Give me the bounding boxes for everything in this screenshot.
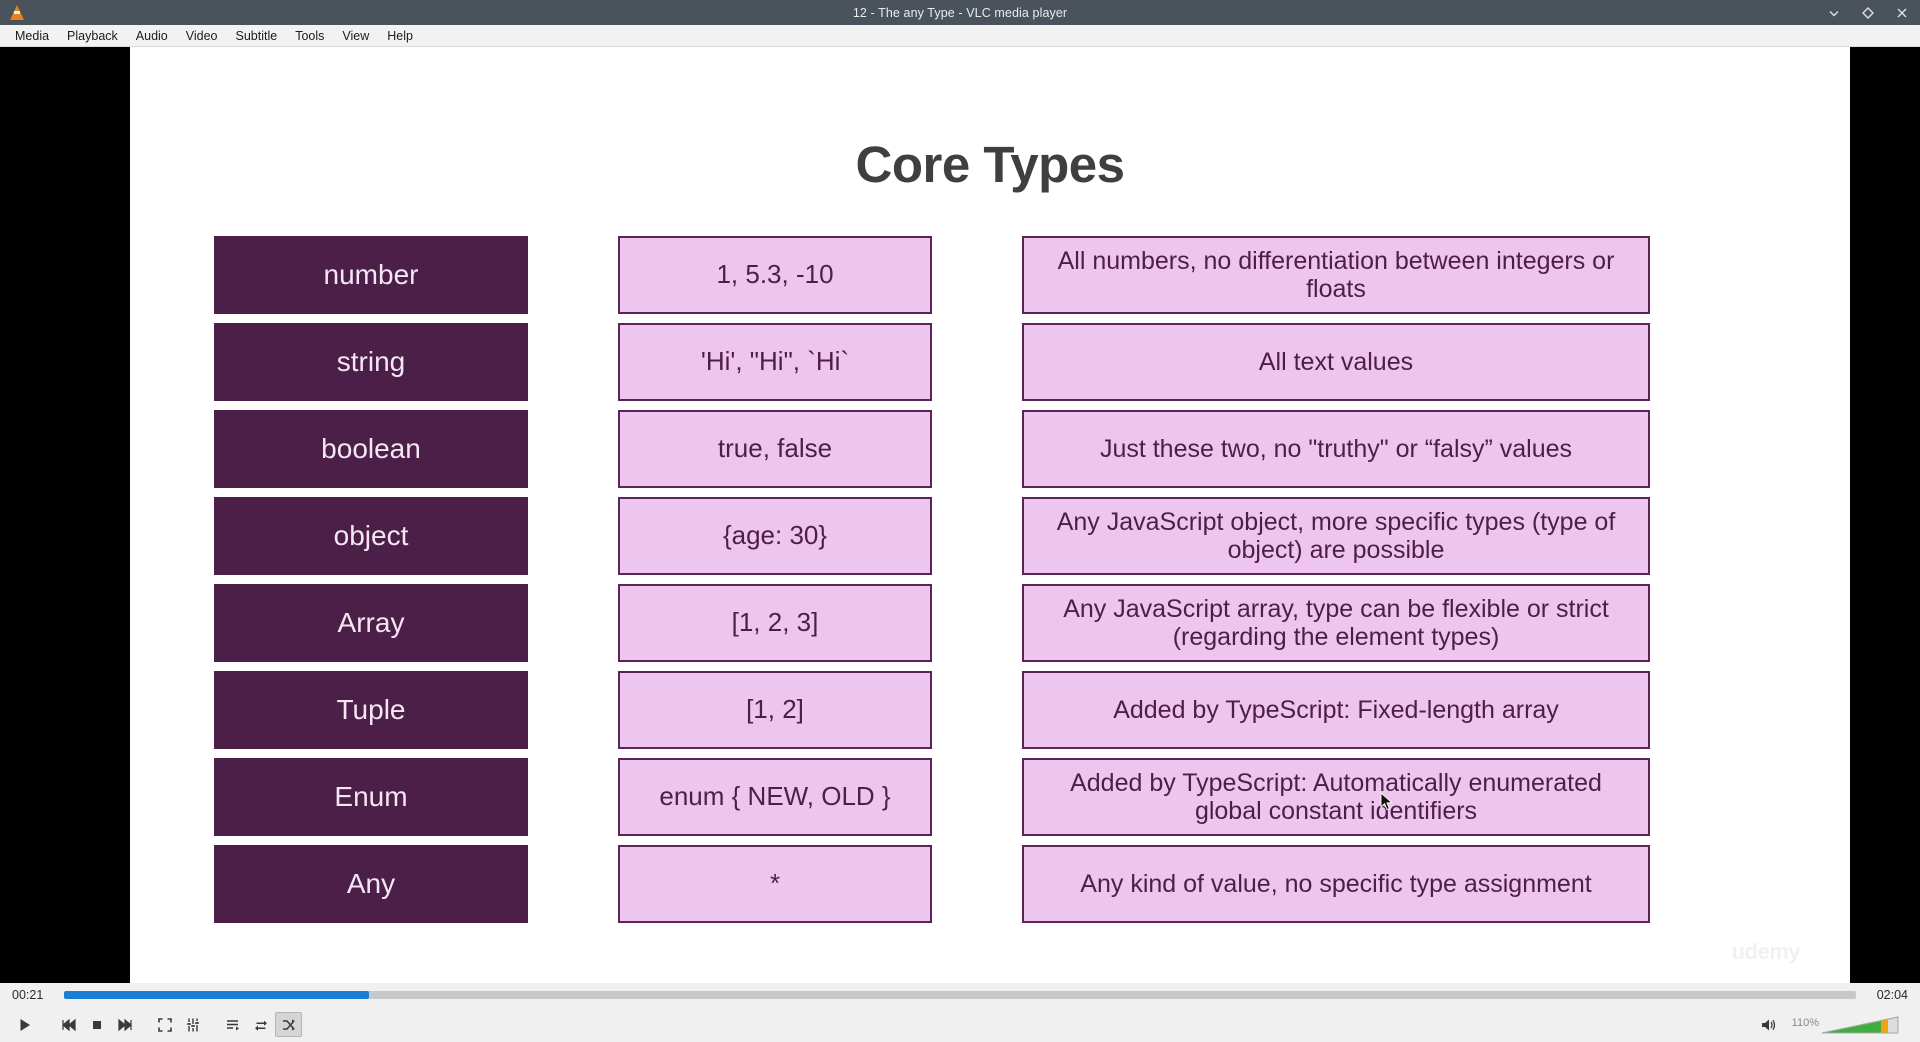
close-icon[interactable] [1894,5,1910,21]
equalizer-icon[interactable] [179,1012,206,1037]
core-types-table: number string boolean object Array Tuple… [130,236,1850,932]
type-cell: Array [214,584,528,662]
chevron-down-icon[interactable] [1826,5,1842,21]
menu-item-playback[interactable]: Playback [67,28,118,43]
type-cell: Any [214,845,528,923]
seek-bar-row: 00:21 02:04 [0,983,1920,1007]
seek-slider[interactable] [64,991,1856,999]
description-cell: Added by TypeScript: Automatically enume… [1022,758,1650,836]
slide-content: Core Types number string boolean object … [130,47,1850,983]
example-cell: 'Hi', "Hi", `Hi` [618,323,932,401]
description-cell: Any JavaScript object, more specific typ… [1022,497,1650,575]
slide-title: Core Types [855,136,1125,193]
volume-slider[interactable] [1820,1015,1904,1035]
description-cell: All numbers, no differentiation between … [1022,236,1650,314]
type-cell: object [214,497,528,575]
diamond-icon[interactable] [1860,5,1876,21]
elapsed-time: 00:21 [12,988,44,1002]
column-type-names: number string boolean object Array Tuple… [214,236,528,932]
control-bar: 110% [0,1007,1920,1042]
previous-button[interactable] [55,1012,82,1037]
example-cell: 1, 5.3, -10 [618,236,932,314]
type-cell: Enum [214,758,528,836]
type-cell: number [214,236,528,314]
description-cell: Any JavaScript array, type can be flexib… [1022,584,1650,662]
video-surface[interactable]: Core Types number string boolean object … [0,47,1920,983]
description-cell: Just these two, no "truthy" or “falsy” v… [1022,410,1650,488]
type-cell: string [214,323,528,401]
speaker-icon[interactable] [1756,1012,1783,1037]
udemy-watermark: udemy [1731,939,1801,964]
menu-item-tools[interactable]: Tools [295,28,325,43]
example-cell: * [618,845,932,923]
example-cell: [1, 2, 3] [618,584,932,662]
column-examples: 1, 5.3, -10 'Hi', "Hi", `Hi` true, false… [618,236,932,932]
playlist-button[interactable] [219,1012,246,1037]
play-button[interactable] [8,1011,42,1039]
menu-item-help[interactable]: Help [387,28,413,43]
loop-button[interactable] [247,1012,274,1037]
title-bar: 12 - The any Type - VLC media player [0,0,1920,25]
menu-item-view[interactable]: View [342,28,370,43]
example-cell: true, false [618,410,932,488]
volume-percent-label: 110% [1791,1016,1819,1029]
type-cell: boolean [214,410,528,488]
seek-progress-fill [64,991,369,999]
type-cell: Tuple [214,671,528,749]
menu-item-video[interactable]: Video [185,28,218,43]
next-button[interactable] [111,1012,138,1037]
example-cell: [1, 2] [618,671,932,749]
window-controls [1826,0,1920,25]
description-cell: Added by TypeScript: Fixed-length array [1022,671,1650,749]
menu-bar: Media Playback Audio Video Subtitle Tool… [0,25,1920,47]
example-cell: {age: 30} [618,497,932,575]
volume-controls: 110% [1756,1012,1912,1037]
menu-item-media[interactable]: Media [15,28,50,43]
description-cell: Any kind of value, no specific type assi… [1022,845,1650,923]
description-cell: All text values [1022,323,1650,401]
window-title: 12 - The any Type - VLC media player [852,5,1068,20]
vlc-cone-icon [4,0,30,25]
fullscreen-button[interactable] [151,1012,178,1037]
column-descriptions: All numbers, no differentiation between … [1022,236,1650,932]
example-cell: enum { NEW, OLD } [618,758,932,836]
stop-button[interactable] [83,1012,110,1037]
menu-item-audio[interactable]: Audio [135,28,168,43]
total-duration: 02:04 [1876,988,1908,1002]
shuffle-button[interactable] [275,1012,302,1037]
menu-item-subtitle[interactable]: Subtitle [235,28,278,43]
